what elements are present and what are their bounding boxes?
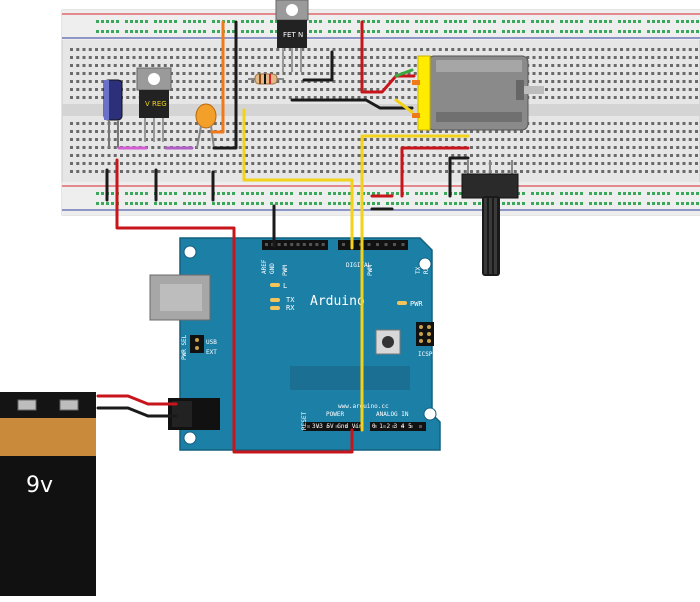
- led-rx-label: RX: [286, 304, 295, 312]
- dc-motor-icon: [412, 55, 544, 131]
- power-label: POWER: [326, 411, 344, 418]
- wire-black-pot: [448, 156, 470, 198]
- wire-red-vin: [115, 158, 354, 454]
- wires: [96, 20, 470, 454]
- mosfet-icon: FET N: [275, 0, 309, 72]
- wire-black-4: [212, 20, 238, 150]
- wire-yellow-pin9: [242, 108, 354, 250]
- battery-label: 9v: [26, 473, 53, 498]
- dc-barrel-jack-icon: [168, 398, 220, 430]
- rx-top-label: RX: [423, 266, 430, 274]
- ceramic-capacitor-icon: [195, 103, 217, 149]
- pwr-sel-label: PWR SEL: [181, 334, 188, 360]
- battery-black-lead: [96, 406, 178, 418]
- wire-black-5: [302, 50, 334, 82]
- wire-red-pot: [400, 146, 470, 198]
- led-tx: [270, 298, 280, 302]
- led-pwr: [397, 301, 407, 305]
- voltage-regulator-label: V REG: [145, 100, 167, 108]
- ext-label: EXT: [206, 349, 217, 356]
- wire-orange: [210, 20, 225, 134]
- power-pins-label: 3V3 5V Gnd Vin: [312, 423, 363, 430]
- led-tx-label: TX: [286, 296, 295, 304]
- voltage-regulator-icon: V REG: [136, 67, 172, 142]
- reset-label: RESET: [301, 412, 308, 430]
- fet-label: FET N: [283, 31, 303, 39]
- led-rx: [270, 306, 280, 310]
- icsp-label: ICSP: [418, 351, 433, 358]
- battery-9v-icon: 9v: [0, 392, 96, 596]
- led-l-label: L: [283, 282, 287, 290]
- resistor-icon: [248, 73, 284, 85]
- icsp-header: [416, 322, 434, 346]
- reset-button-icon: [375, 329, 401, 355]
- electrolytic-capacitor-icon: [103, 79, 123, 148]
- power-select-jumper: [190, 335, 204, 353]
- wire-red-motor: [360, 20, 416, 94]
- arduino-board: Arduino www.arduino.cc DIGITAL L TX RX P…: [149, 237, 441, 451]
- usb-label: USB: [206, 339, 217, 346]
- gnd-label: GND: [269, 263, 276, 274]
- tx-top-label: TX: [415, 266, 422, 274]
- analog-in-label: ANALOG IN: [376, 411, 409, 418]
- analog-pins-label: 0 1 2 3 4 5: [372, 423, 412, 430]
- wire-yellow-analog: [360, 134, 470, 432]
- arduino-logo-text: Arduino: [310, 294, 365, 309]
- digital-label: DIGITAL: [346, 262, 372, 269]
- battery-red-lead: [96, 394, 178, 406]
- pwr-label: PWR: [410, 300, 423, 308]
- potentiometer-icon: [461, 160, 519, 276]
- wire-yellow-motor: [394, 98, 414, 114]
- pwm-label-right: PWM: [367, 265, 374, 276]
- wire-black-motor: [290, 98, 414, 110]
- led-l: [270, 283, 280, 287]
- wire-green-motor: [394, 68, 414, 78]
- aref-label: AREF: [261, 259, 268, 274]
- pwm-label-left: PWM: [282, 265, 289, 276]
